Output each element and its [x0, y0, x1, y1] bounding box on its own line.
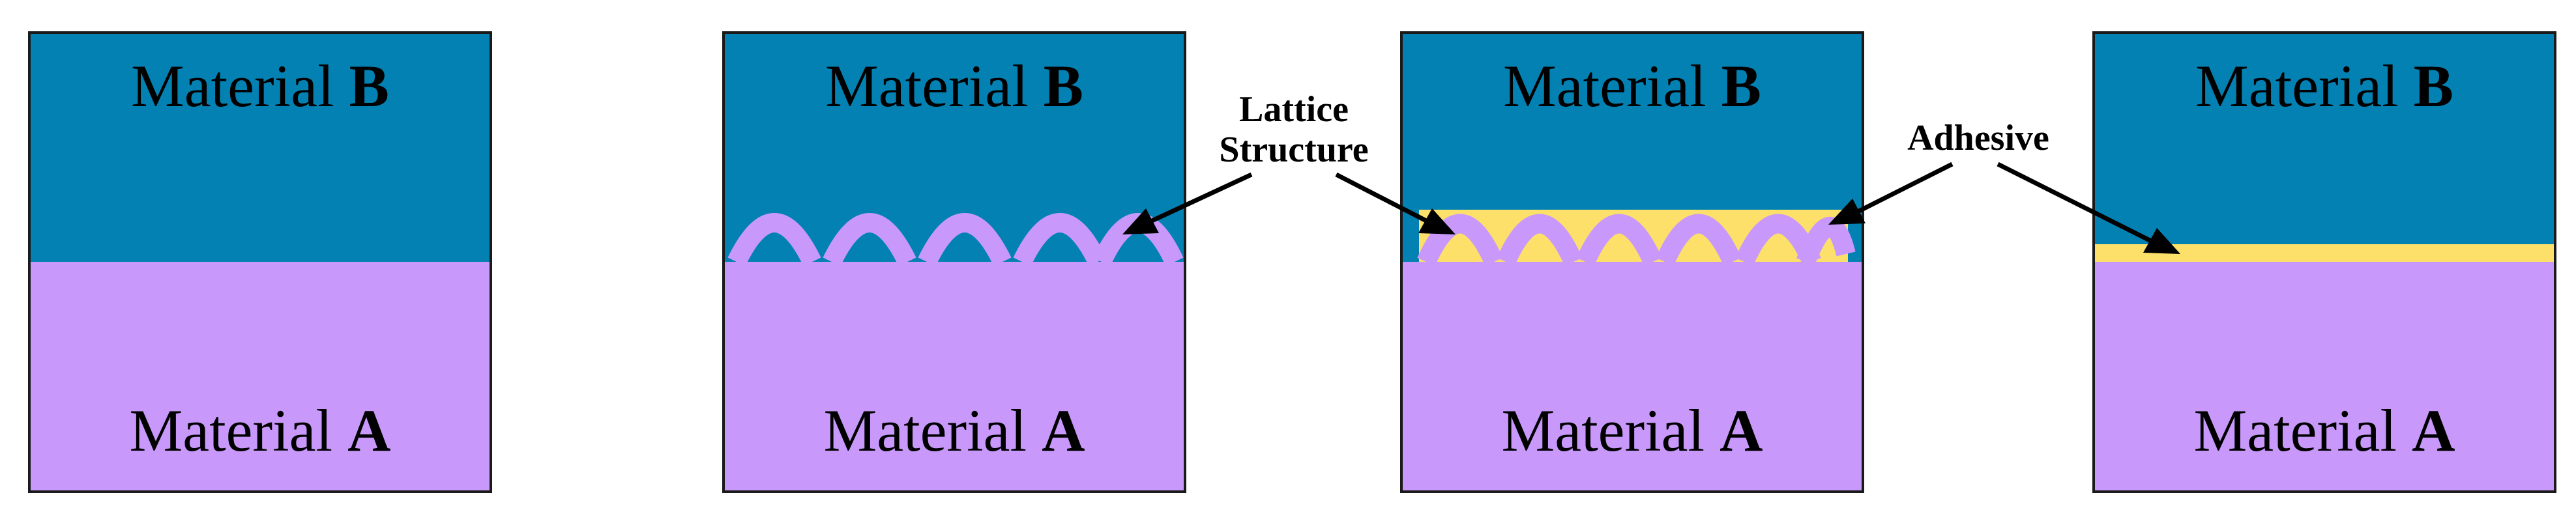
- label-letter: B: [1721, 53, 1761, 119]
- lattice-label-line1: Lattice: [1239, 89, 1349, 130]
- material-a-layer: [29, 262, 491, 492]
- lattice-arc: [823, 213, 916, 266]
- label-letter: A: [347, 397, 390, 464]
- adhesive-callout: Adhesive: [1828, 118, 2180, 254]
- material-b-label: Material B: [1503, 53, 1761, 119]
- adhesive-label: Adhesive: [1907, 118, 2049, 158]
- panel-adhesive-interface: Material B Material A: [2092, 31, 2556, 493]
- material-b-label: Material B: [131, 53, 389, 119]
- label-letter: A: [1720, 397, 1763, 464]
- lattice-arc: [1013, 213, 1107, 266]
- lattice-structure: [1417, 214, 1856, 266]
- label-prefix: Material: [823, 397, 1042, 464]
- panel-border: [722, 31, 1186, 493]
- arrow-icon: [1122, 172, 1253, 234]
- panel-border: [28, 31, 492, 493]
- material-a-label: Material A: [2193, 397, 2455, 464]
- label-prefix: Material: [825, 53, 1044, 119]
- label-letter: A: [1042, 397, 1085, 464]
- panel-border: [1400, 31, 1864, 493]
- material-a-label: Material A: [823, 397, 1085, 464]
- label-prefix: Material: [2193, 397, 2412, 464]
- material-b-layer: [2094, 33, 2555, 244]
- label-letter: B: [349, 53, 389, 119]
- lattice-label-line2: Structure: [1219, 130, 1368, 170]
- label-prefix: Material: [129, 397, 347, 464]
- label-letter: A: [2412, 397, 2455, 464]
- material-a-layer: [1401, 262, 1863, 492]
- panel-lattice-adhesive-interface: Material B Material A: [1400, 31, 1864, 493]
- material-b-label: Material B: [825, 53, 1083, 119]
- lattice-structure-callout: Lattice Structure: [1122, 89, 1456, 234]
- material-a-label: Material A: [129, 397, 390, 464]
- material-b-label: Material B: [2195, 53, 2453, 119]
- lattice-arc: [1417, 214, 1503, 266]
- label-prefix: Material: [2195, 53, 2414, 119]
- panel-lattice-interface: Material B Material A: [722, 31, 1186, 493]
- panel-border: [2092, 31, 2556, 493]
- material-b-layer: [29, 33, 491, 262]
- lattice-arc: [1576, 214, 1662, 266]
- arrow-icon: [1997, 162, 2180, 254]
- lattice-arc: [1656, 214, 1742, 266]
- panel-flat-interface: Material B Material A: [28, 31, 492, 493]
- label-prefix: Material: [1503, 53, 1721, 119]
- lattice-arc: [918, 213, 1012, 266]
- arrow-icon: [1828, 162, 1954, 225]
- label-prefix: Material: [131, 53, 349, 119]
- lattice-arc: [1796, 217, 1856, 266]
- lattice-arc: [727, 213, 821, 266]
- label-letter: B: [1044, 53, 1083, 119]
- material-a-layer: [2094, 262, 2555, 492]
- material-a-label: Material A: [1501, 397, 1763, 464]
- lattice-structure: [727, 213, 1184, 266]
- arrow-icon: [1335, 172, 1456, 234]
- material-a-layer: [724, 262, 1185, 492]
- label-prefix: Material: [1501, 397, 1720, 464]
- label-letter: B: [2414, 53, 2453, 119]
- lattice-arc: [1497, 214, 1583, 266]
